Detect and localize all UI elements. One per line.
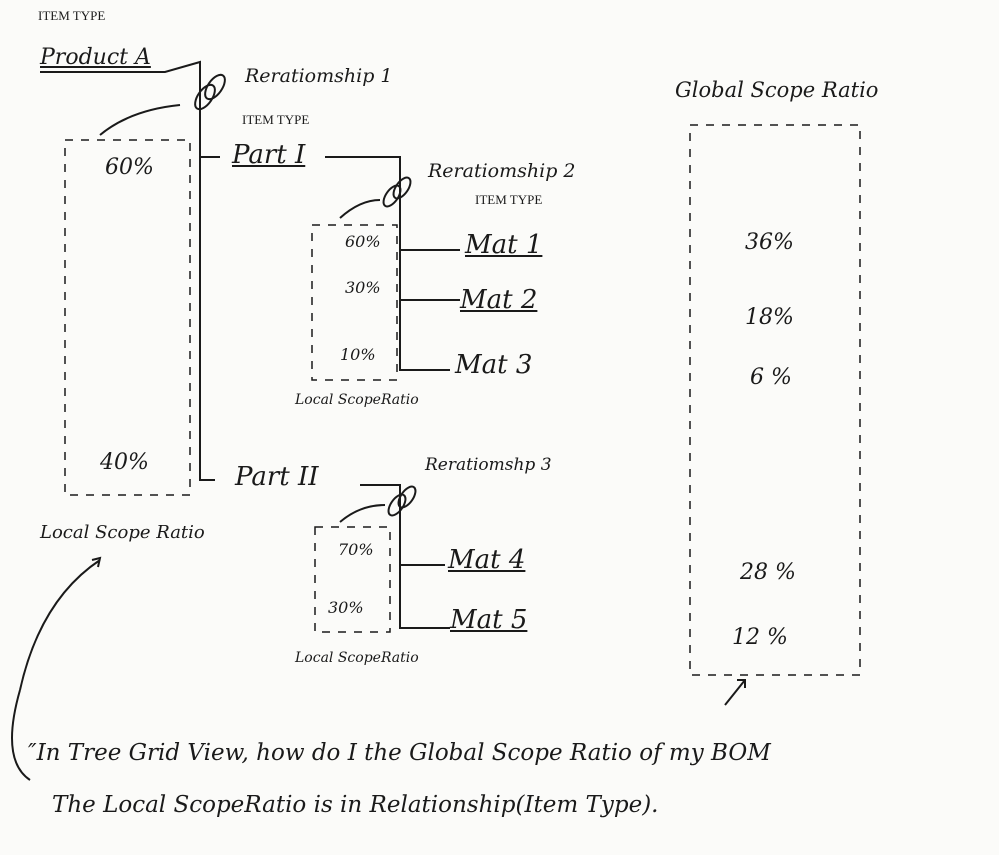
global-scope-ratio-title: Global Scope Ratio (675, 78, 879, 102)
local-scope-ratio-label: Local Scope Ratio (40, 522, 205, 543)
local-scope-ratio-label: Local ScopeRatio (295, 650, 419, 666)
mat-2-node: Mat 2 (460, 285, 538, 315)
local-ratio-box-part2 (314, 526, 391, 633)
relationship-3-label: Reratiomshp 3 (425, 455, 552, 475)
mat-1-node: Mat 1 (465, 230, 543, 260)
mat1-global-ratio: 36% (745, 230, 794, 255)
relationship-1-label: Reratiomship 1 (245, 65, 393, 87)
mat2-local-ratio: 30% (345, 278, 381, 297)
mat-4-node: Mat 4 (448, 545, 526, 575)
arrow-curve (99, 104, 181, 136)
mat4-global-ratio: 28 % (740, 560, 796, 585)
product-a-node: Product A (40, 45, 151, 70)
global-ratio-box (689, 124, 861, 676)
mat-branches-1 (400, 249, 460, 371)
local-ratio-box-part1 (311, 224, 398, 381)
mat1-local-ratio: 60% (345, 232, 381, 251)
part-1-node: Part I (232, 140, 306, 170)
part1-local-ratio: 60% (105, 155, 154, 180)
local-ratio-box-product (64, 139, 191, 496)
relationship-2-label: Reratiomship 2 (428, 160, 576, 182)
part1-trunk-line (325, 156, 420, 371)
explanation-note: The Local ScopeRatio is in Relationship(… (52, 792, 659, 818)
mat3-global-ratio: 6 % (750, 365, 792, 390)
item-type-label: ITEM TYPE (242, 112, 310, 127)
part-2-node: Part II (235, 462, 319, 492)
item-type-label: ITEM TYPE (475, 192, 543, 207)
part2-trunk-line (360, 484, 450, 629)
product-trunk-line (40, 60, 215, 481)
link-icon (194, 83, 216, 111)
mat3-local-ratio: 10% (340, 345, 376, 364)
link-icon (387, 493, 407, 517)
mat4-local-ratio: 70% (338, 540, 374, 559)
part2-local-ratio: 40% (100, 450, 149, 475)
mat-5-node: Mat 5 (450, 605, 528, 635)
mat5-global-ratio: 12 % (732, 625, 788, 650)
mat-3-node: Mat 3 (455, 350, 533, 380)
local-scope-ratio-label: Local ScopeRatio (295, 392, 419, 408)
note-arrow (19, 556, 102, 691)
question-note: ″In Tree Grid View, how do I the Global … (28, 740, 771, 766)
mat5-local-ratio: 30% (328, 598, 364, 617)
mat2-global-ratio: 18% (745, 305, 794, 330)
item-type-label: ITEM TYPE (38, 8, 106, 23)
